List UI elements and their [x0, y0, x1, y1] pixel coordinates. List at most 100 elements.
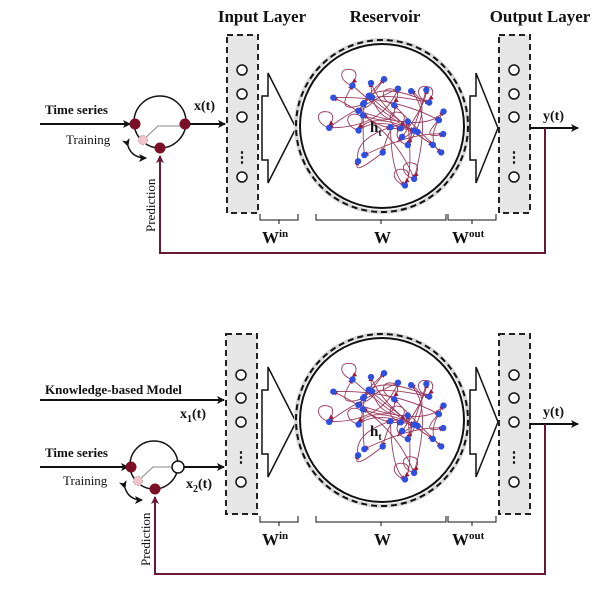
- output-neuron: [508, 111, 520, 123]
- reservoir-neuron: [440, 130, 447, 138]
- reservoir-neuron: [414, 422, 421, 430]
- reservoir-connection: [429, 413, 445, 432]
- y-label: y(t): [543, 109, 564, 124]
- reservoir-to-output-arrow: [469, 366, 499, 478]
- w-in-bracket: [259, 516, 299, 526]
- reservoir-self-loop: [347, 407, 364, 425]
- prediction-label: Prediction: [143, 178, 158, 232]
- reservoir-connection: [368, 95, 434, 146]
- input-neuron: [235, 392, 247, 404]
- reservoir-neuron: [426, 393, 433, 400]
- bottom-panel: Knowledge-based Model x1(t) Time series …: [40, 332, 579, 575]
- reservoir-self-loop: [389, 111, 406, 129]
- input-neuron: [236, 171, 248, 183]
- w-in-label: Win: [262, 228, 288, 247]
- reservoir-self-loop: [382, 382, 399, 400]
- output-neurons: ⋮: [507, 64, 522, 183]
- reservoir-neuron: [367, 79, 375, 87]
- w-out-bracket: [447, 214, 497, 224]
- output-neuron: [508, 392, 520, 404]
- reservoir-neuron: [367, 373, 375, 381]
- reservoir-neuron: [330, 388, 337, 395]
- reservoir-neuron: [325, 418, 333, 426]
- reservoir-connection: [432, 405, 444, 447]
- input-ellipsis: ⋮: [235, 150, 250, 166]
- reservoir-neuron: [359, 100, 367, 108]
- feedback-line: [156, 128, 546, 254]
- w-label: W: [374, 228, 391, 247]
- output-neuron: [508, 416, 520, 428]
- input-to-reservoir-arrow: [261, 72, 297, 184]
- reservoir-neuron: [440, 108, 447, 115]
- reservoir-neuron: [359, 406, 367, 413]
- reservoir-to-output-arrow: [469, 72, 499, 184]
- reservoir-connection: [358, 404, 445, 417]
- reservoir-neuron: [440, 424, 447, 432]
- w-out-label: Wout: [452, 530, 485, 549]
- reservoir-neuron: [349, 82, 356, 89]
- w-bracket: [315, 516, 447, 526]
- header-input-layer: Input Layer: [218, 7, 307, 26]
- knowledge-model-label: Knowledge-based Model: [45, 382, 182, 397]
- reservoir-neuron: [359, 394, 367, 402]
- reservoir-connection: [429, 119, 445, 138]
- reservoir-self-loop: [347, 113, 364, 131]
- switch-lever: [142, 125, 185, 141]
- reservoir-self-loop: [382, 88, 399, 106]
- input-layer-box: [226, 34, 259, 214]
- reservoir-connection: [332, 391, 415, 474]
- reservoir-neuron: [349, 376, 356, 383]
- switch-prediction-node: [154, 142, 166, 154]
- w-in-bracket: [259, 214, 299, 224]
- reservoir-neuron: [429, 435, 437, 443]
- switch-output-node: [179, 118, 191, 130]
- reservoir-neuron: [404, 141, 412, 149]
- reservoir: [294, 38, 470, 214]
- reservoir-neuron: [379, 443, 386, 450]
- training-switch-arrow: [121, 138, 147, 162]
- reservoir-neuron: [354, 452, 362, 459]
- time-series-label: Time series: [45, 102, 108, 117]
- feedback-line: [151, 424, 546, 575]
- reservoir-neuron: [365, 386, 372, 393]
- reservoir-connection: [344, 84, 364, 108]
- reservoir-connection: [329, 87, 399, 129]
- reservoir: [294, 332, 470, 508]
- reservoir-neuron: [407, 381, 415, 389]
- reservoir-self-loop: [389, 405, 406, 423]
- reservoir-connection: [410, 384, 423, 474]
- reservoir-self-loop: [318, 405, 334, 423]
- w-in-label: Win: [262, 530, 288, 549]
- reservoir-neuron: [380, 75, 388, 83]
- output-ellipsis: ⋮: [507, 150, 522, 166]
- top-panel: Time series Training Prediction x(t) ⋮ h…: [40, 34, 579, 254]
- reservoir-self-loop: [318, 111, 334, 129]
- reservoir-neuron: [325, 124, 333, 132]
- input-neuron: [236, 111, 248, 123]
- reservoir-neuron: [435, 116, 443, 124]
- reservoir-self-loop: [402, 162, 419, 180]
- reservoir-neuron: [401, 182, 409, 189]
- reservoir-neuron: [397, 125, 405, 132]
- reservoir-neuron: [404, 118, 411, 125]
- output-neuron: [508, 88, 520, 100]
- header-output-layer: Output Layer: [490, 7, 591, 26]
- reservoir-neuron: [355, 421, 362, 428]
- reservoir-neuron: [387, 418, 394, 425]
- reservoir-neuron: [423, 380, 430, 388]
- reservoir-self-loop: [393, 462, 410, 480]
- output-neuron: [508, 64, 520, 76]
- x1-label: x1(t): [180, 407, 206, 425]
- reservoir-connection: [358, 417, 416, 426]
- reservoir-neuron: [361, 151, 368, 159]
- reservoir-connection: [363, 427, 444, 450]
- reservoir-self-loop: [418, 380, 434, 397]
- reservoir-neuron: [407, 87, 415, 95]
- reservoir-neuron: [410, 175, 418, 183]
- reservoir-connection: [329, 381, 399, 423]
- reservoir-neuron: [390, 101, 398, 109]
- reservoir-neuron: [365, 92, 372, 99]
- input-neuron: [235, 476, 247, 488]
- output-neuron: [508, 369, 520, 381]
- output-layer-box: [498, 34, 531, 214]
